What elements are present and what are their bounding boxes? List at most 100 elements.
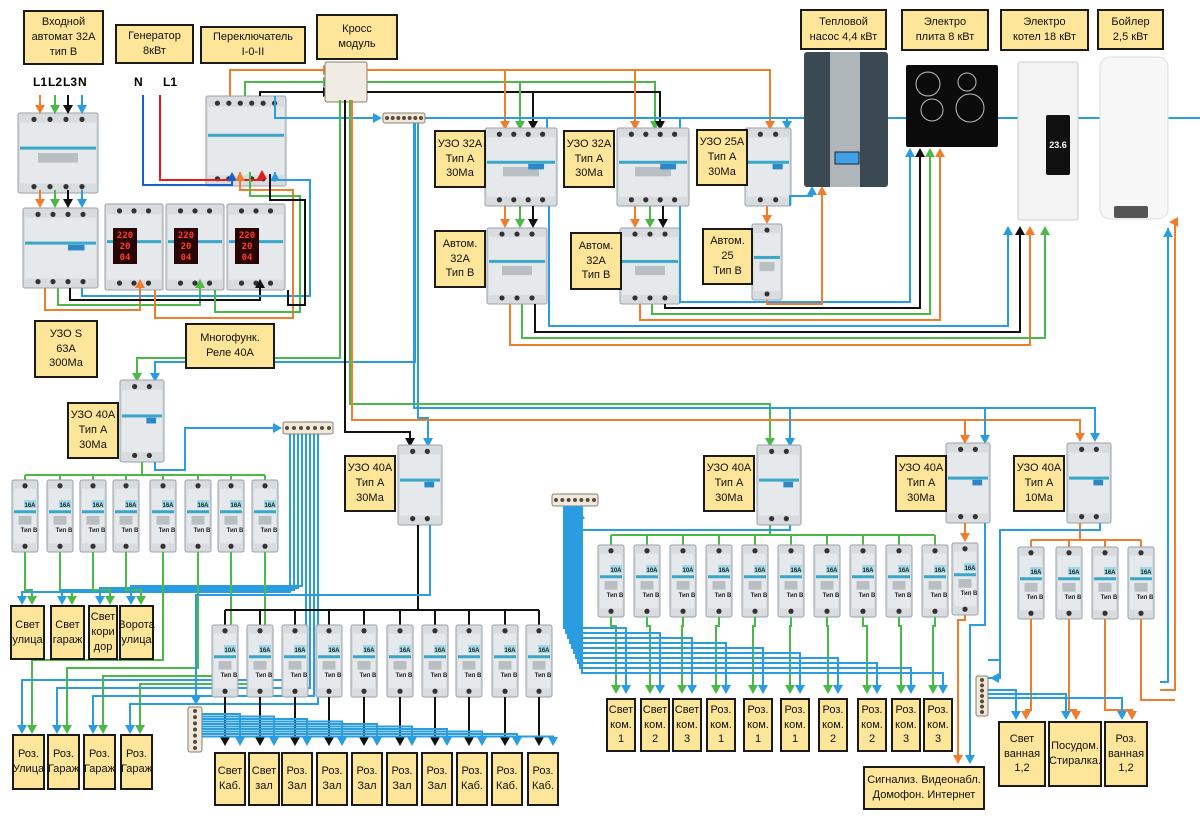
relay-display [113, 228, 137, 264]
breaker-middle-10 [525, 624, 553, 698]
breaker-rating: 16А [1104, 570, 1116, 576]
rcd-40a-left-device [119, 379, 165, 463]
arrow-head [77, 105, 87, 114]
breaker-rating: 16А [92, 503, 104, 509]
arrow-head [758, 685, 768, 694]
label-heat-pump: Тепловой насос 4,4 кВт [800, 9, 887, 50]
breaker-right-2 [633, 544, 661, 618]
wire [229, 69, 330, 96]
load-right-8: Роз. ком. 2 [857, 698, 887, 752]
breaker-rating-tag [224, 645, 236, 653]
arrow-head [50, 199, 60, 208]
breaker-type: Тип B [1027, 595, 1044, 601]
arrow-head [95, 596, 105, 605]
cb-25-device [751, 223, 783, 301]
wire [154, 427, 280, 471]
wire [66, 552, 199, 732]
label-rcd-32a-2: УЗО 32А Тип А 30Ма [563, 130, 615, 188]
label-rcd-32a-1: УЗО 32А Тип А 30Ма [434, 130, 486, 188]
phase-label-l2: L2 [48, 75, 63, 89]
breaker-middle-8 [455, 624, 483, 698]
arrow-head [52, 725, 62, 734]
label-cross-module: Кросс модуль [316, 14, 398, 60]
breaker-middle-6 [386, 624, 414, 698]
arrow-head [928, 685, 938, 694]
load-right-1: Свет ком. 1 [606, 698, 636, 752]
wire [988, 693, 1067, 718]
wire [988, 523, 1101, 661]
input-breaker-device [17, 112, 99, 194]
label-generator: Генератор 8кВт [115, 24, 194, 64]
neutral-busbar-middle [187, 706, 203, 753]
arrow-head [965, 755, 975, 764]
arrow-head [255, 737, 265, 746]
arrow-head [960, 435, 970, 444]
breaker-rating: 16А [862, 568, 874, 574]
rcd-32a-2-device [616, 127, 690, 207]
load-middle-3: Роз. Зал [281, 752, 313, 806]
breaker-rating-tag [434, 645, 446, 653]
arrow-head [500, 737, 510, 746]
breaker-rating-tag [754, 565, 766, 573]
wire [957, 615, 966, 762]
breaker-rating: 16А [363, 648, 375, 654]
arrow-head [477, 737, 487, 746]
breaker-type: Тип B [823, 593, 840, 599]
arrow-head [1003, 226, 1013, 235]
neutral-busbar-left [282, 421, 334, 435]
arrow-head [655, 685, 665, 694]
arrow-head [677, 685, 687, 694]
arrow-head [621, 685, 631, 694]
arrow-head [645, 219, 655, 228]
load-left-top-4: Ворота улица [118, 605, 155, 660]
rcd-40a-security-device [945, 442, 991, 524]
cb-32a-1-device [486, 227, 548, 305]
arrow-head [359, 737, 369, 746]
arrow-head [782, 121, 792, 130]
breaker-bath-2 [1055, 546, 1083, 620]
arrow-head [464, 737, 474, 746]
breaker-rating: 16А [898, 568, 910, 574]
arrow-head [105, 596, 115, 605]
breaker-middle-5 [350, 624, 378, 698]
wire [21, 434, 307, 732]
arrow-head [500, 219, 510, 228]
breaker-rating: 16А [964, 566, 976, 572]
arrow-head [220, 737, 230, 746]
load-middle-2: Свет зал [248, 752, 280, 806]
arrow-head [27, 725, 37, 734]
wire [898, 617, 902, 692]
arrow-head [255, 279, 265, 288]
load-bath-1: Свет ванная 1,2 [998, 721, 1046, 787]
label-rcd-40a-bath: УЗО 40А Тип А 10Ма [1013, 455, 1065, 512]
wire [102, 552, 232, 732]
wire [367, 91, 661, 128]
breaker-rating: 16А [826, 568, 838, 574]
load-right-5: Роз. ком. 1 [743, 698, 773, 752]
arrow-head [270, 172, 280, 181]
arrow-head [795, 685, 805, 694]
wire [367, 69, 771, 128]
load-right-10: Роз. ком. 3 [923, 698, 953, 752]
load-middle-8: Роз. Каб. [456, 752, 488, 806]
wire [413, 123, 791, 445]
arrow-head [990, 673, 999, 683]
load-left-top-2: Свет гараж [50, 605, 85, 660]
wire [1025, 619, 1032, 718]
relay-display-value: 220 [117, 231, 133, 241]
load-left-bottom-3: Роз. Гараж [83, 734, 116, 790]
breaker-middle-9 [491, 624, 519, 698]
arrow-head [35, 105, 45, 114]
breaker-rating-tag [790, 565, 802, 573]
wire [862, 617, 868, 692]
arrow-head [324, 737, 334, 746]
arrow-head [126, 596, 136, 605]
breaker-rating-tag [264, 500, 276, 508]
arrow-head [500, 121, 510, 130]
breaker-type: Тип B [325, 673, 342, 679]
breaker-rating: 10А [610, 568, 622, 574]
wire [571, 506, 764, 692]
arrow-head [1040, 226, 1050, 235]
arrow-head [655, 121, 665, 130]
